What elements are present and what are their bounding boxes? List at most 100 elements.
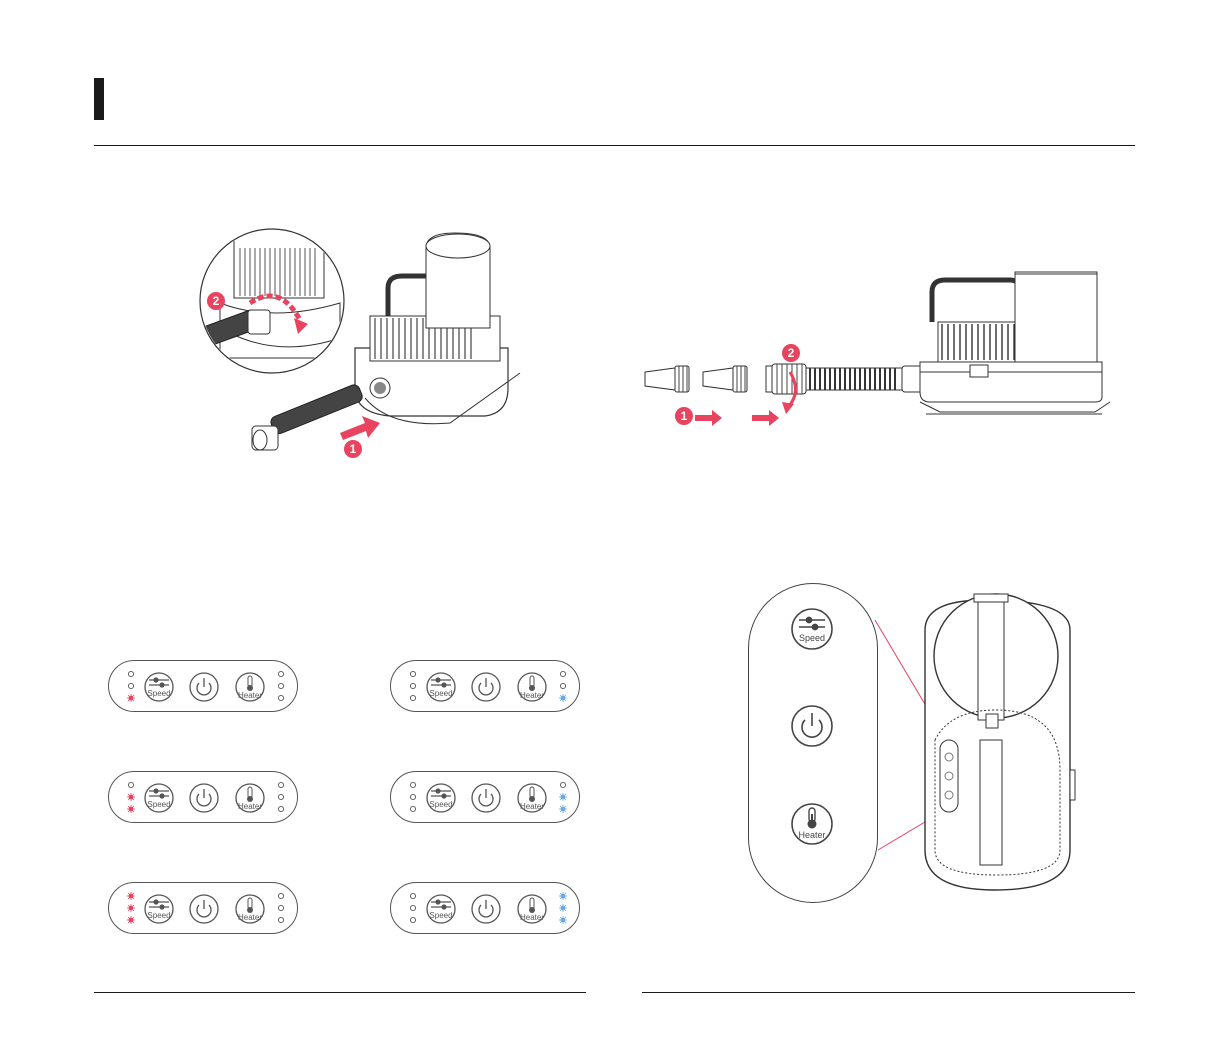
heater-label: Heater (520, 802, 544, 811)
heater-button[interactable]: Heater (236, 895, 264, 923)
hose-attach-illustration: 2 1 (190, 228, 530, 463)
control-panel-heater-level-3: SpeedHeater (390, 882, 580, 934)
speed-led-off (128, 683, 133, 688)
heater-button[interactable]: Heater (236, 673, 264, 701)
power-button[interactable] (472, 673, 500, 701)
speed-button[interactable]: Speed (145, 673, 173, 701)
header-rule (94, 145, 1135, 146)
heater-led-off (278, 782, 283, 787)
control-panel-zoom: Speed Heater (748, 583, 878, 903)
speed-led-on (127, 916, 135, 924)
heater-led-off (278, 893, 283, 898)
power-button[interactable] (792, 706, 832, 746)
heater-led-off (560, 683, 565, 688)
heater-led-on (559, 904, 567, 912)
hose (252, 383, 364, 450)
heater-button[interactable]: Heater (792, 804, 832, 844)
heater-button[interactable]: Heater (518, 784, 546, 812)
thermometer-icon (529, 787, 535, 802)
speed-led-on (127, 892, 135, 900)
device-side-view (920, 272, 1110, 414)
power-button[interactable] (190, 895, 218, 923)
nozzle-attach-illustration: 1 2 (640, 262, 1120, 432)
heater-led-off (278, 917, 283, 922)
speed-label: Speed (429, 800, 452, 809)
arrow-icon (752, 410, 779, 426)
speed-button[interactable]: Speed (427, 895, 455, 923)
speed-button[interactable]: Speed (145, 784, 173, 812)
speed-label: Speed (799, 633, 825, 643)
heater-label: Heater (520, 913, 544, 922)
speed-led-off (410, 683, 415, 688)
nozzle-small (645, 366, 689, 392)
speed-led-off (128, 671, 133, 676)
heater-label: Heater (238, 802, 262, 811)
speed-led-off (410, 917, 415, 922)
device-top-view (870, 590, 1080, 910)
arrow-icon (340, 416, 380, 440)
speed-button[interactable]: Speed (145, 895, 173, 923)
speed-led-on (127, 694, 135, 702)
speed-led-off (410, 893, 415, 898)
heater-led-on (559, 694, 567, 702)
thermometer-icon (247, 676, 253, 691)
step-2-badge: 2 (788, 346, 795, 360)
control-panel-speed-level-2: Speed Heater (108, 771, 298, 823)
speed-label: Speed (147, 689, 170, 698)
speed-led-off (128, 782, 133, 787)
thermometer-icon (808, 808, 817, 829)
heater-label: Heater (238, 913, 262, 922)
thermometer-icon (529, 898, 535, 913)
control-panel-speed-level-3: Speed Heater (108, 882, 298, 934)
heater-led-on (559, 793, 567, 801)
heater-label: Heater (798, 830, 825, 840)
step-2-badge: 2 (213, 294, 220, 308)
zoom-detail: 2 (200, 228, 344, 373)
power-button[interactable] (190, 673, 218, 701)
speed-led-off (410, 905, 415, 910)
heater-led-off (278, 683, 283, 688)
nozzle-large (703, 366, 747, 392)
footer-rule-right (642, 992, 1135, 993)
speed-led-on (127, 793, 135, 801)
speed-led-off (410, 695, 415, 700)
heater-led-off (278, 806, 283, 811)
speed-label: Speed (147, 800, 170, 809)
control-panel-heater-level-1: Speed Heater (390, 660, 580, 712)
heater-led-off (560, 782, 565, 787)
step-1-badge: 1 (350, 442, 357, 456)
heater-label: Heater (238, 691, 262, 700)
speed-button[interactable]: Speed (427, 784, 455, 812)
heater-led-off (560, 671, 565, 676)
heater-button[interactable]: Heater (236, 784, 264, 812)
speed-button[interactable]: Speed (792, 609, 832, 649)
power-button[interactable] (472, 784, 500, 812)
speed-led-on (127, 904, 135, 912)
heater-led-off (278, 905, 283, 910)
speed-label: Speed (429, 689, 452, 698)
power-button[interactable] (472, 895, 500, 923)
section-marker (94, 78, 104, 120)
heater-led-on (559, 805, 567, 813)
heater-button[interactable]: Heater (518, 895, 546, 923)
speed-button[interactable]: Speed (427, 673, 455, 701)
heater-led-off (278, 794, 283, 799)
thermometer-icon (247, 898, 253, 913)
step-1-badge: 1 (681, 409, 688, 423)
speed-label: Speed (147, 911, 170, 920)
thermometer-icon (529, 676, 535, 691)
heater-led-off (278, 671, 283, 676)
device-body (355, 233, 520, 424)
power-button[interactable] (190, 784, 218, 812)
heater-label: Heater (520, 691, 544, 700)
heater-led-off (278, 695, 283, 700)
heater-led-on (559, 916, 567, 924)
speed-led-off (410, 782, 415, 787)
arrow-icon (695, 410, 722, 426)
thermometer-icon (247, 787, 253, 802)
speed-led-off (410, 794, 415, 799)
footer-rule-left (94, 992, 586, 993)
heater-led-on (559, 892, 567, 900)
control-panel-heater-level-2: Speed Heater (390, 771, 580, 823)
heater-button[interactable]: Heater (518, 673, 546, 701)
